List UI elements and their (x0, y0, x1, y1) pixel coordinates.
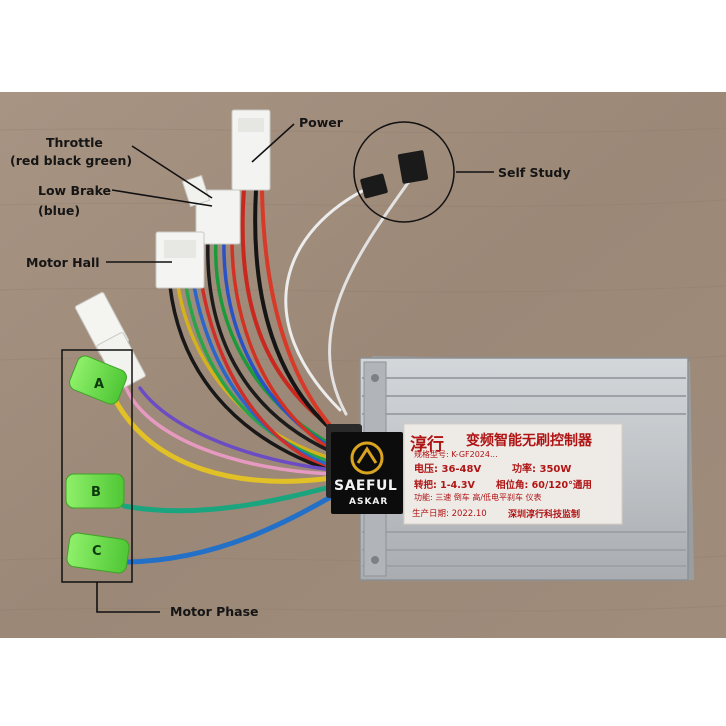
watermark-badge: SAEFUL ASKAR (331, 432, 403, 514)
controller-date: 生产日期: 2022.10 (412, 509, 487, 519)
self-study-connectors (360, 150, 429, 199)
watermark-line2: ASKAR (349, 497, 389, 507)
controller-maker: 深圳淳行科技监制 (508, 510, 581, 520)
motor-hall-label: Motor Hall (26, 255, 100, 270)
controller-functions: 功能: 三速 倒车 高/低电平刹车 仪表 (414, 493, 542, 502)
throttle-wires-label: (red black green) (10, 153, 133, 168)
motor-phase-label: Motor Phase (170, 604, 259, 619)
low-brake-wire-label: (blue) (38, 203, 81, 218)
low-brake-label: Low Brake (38, 183, 112, 198)
power-label: Power (299, 115, 343, 130)
phase-connector-b (65, 473, 125, 509)
controller-title: 变频智能无刷控制器 (466, 433, 592, 449)
controller-spec-line: 规格型号: K-GF2024... (414, 450, 498, 459)
phase-b-letter: B (91, 485, 101, 500)
leader-lines (96, 123, 494, 613)
controller-throttle: 转把: 1-4.3V (414, 480, 475, 491)
controller-label-plate (403, 423, 623, 525)
phase-connector-c (66, 532, 130, 574)
controller-power: 功率: 350W (512, 464, 572, 475)
watermark-logo-icon (350, 441, 384, 475)
controller-box (359, 356, 694, 581)
controller-voltage: 电压: 36-48V (414, 464, 482, 475)
controller-brand: 淳行 (410, 435, 444, 455)
self-study-label: Self Study (498, 165, 571, 180)
power-connector (231, 109, 271, 191)
watermark-line1: SAEFUL (334, 478, 398, 494)
phase-a-letter: A (94, 377, 105, 392)
throttle-label: Throttle (46, 135, 103, 150)
controller-phase-angle: 相位角: 60/120°通用 (496, 480, 592, 491)
motor-hall-connector (155, 231, 205, 289)
self-study-circle (353, 121, 455, 223)
phase-c-letter: C (92, 544, 102, 559)
phase-connector-a (69, 355, 127, 405)
